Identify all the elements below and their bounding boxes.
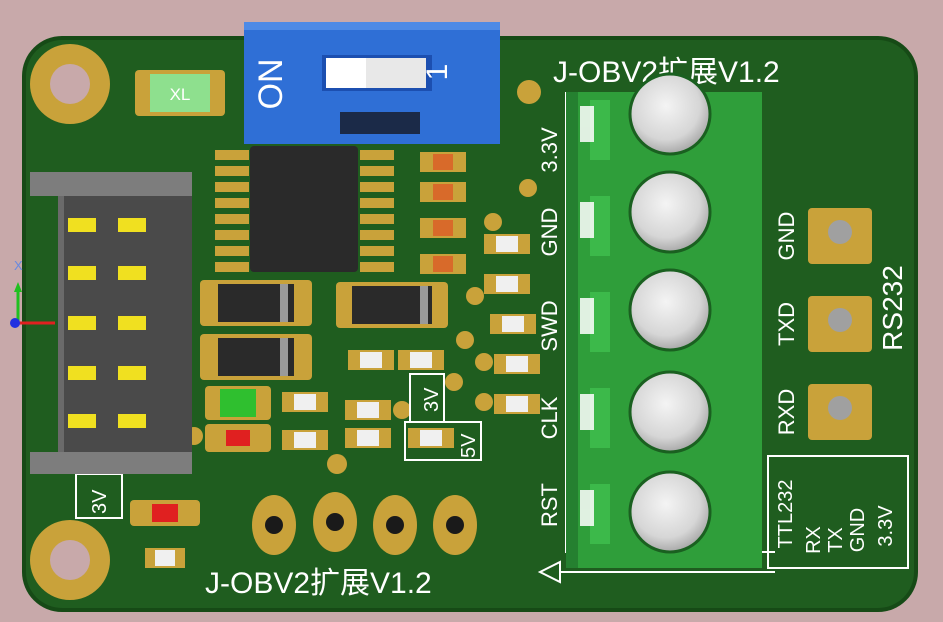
- crystal-xl: XL: [135, 70, 225, 116]
- label-3v-mid: 3V: [421, 387, 443, 412]
- led-green: [205, 386, 271, 420]
- dip-on-label: ON: [252, 59, 290, 110]
- led-red-1: [205, 424, 271, 452]
- terminal-screw-5: [628, 470, 712, 554]
- box-5v: [404, 421, 482, 461]
- terminal-screw-3: [628, 268, 712, 352]
- label-5v: 5V: [458, 433, 480, 458]
- terminal-label-swd: SWD: [537, 300, 562, 351]
- diode-3: [336, 282, 448, 328]
- smd-column-1: [420, 152, 466, 274]
- diode-2: [200, 334, 312, 380]
- rs232-pin-txd: TXD: [774, 302, 799, 346]
- ttl232-pin-gnd: GND: [847, 508, 869, 552]
- diode-1: [200, 280, 312, 326]
- via-top: [517, 80, 541, 104]
- rs232-pin-rxd: RXD: [774, 389, 799, 435]
- terminal-label-3v3: 3.3V: [537, 127, 562, 173]
- crystal-label: XL: [170, 85, 191, 104]
- dip-number-label: 1: [421, 64, 454, 81]
- ic-chip: [215, 146, 394, 272]
- terminal-label-clk: CLK: [537, 396, 562, 439]
- resistor-array: [145, 234, 540, 568]
- rs232-title: RS232: [877, 265, 908, 351]
- terminal-screw-4: [628, 370, 712, 454]
- ttl232-pin-rx: RX: [803, 526, 825, 554]
- terminal-block: [566, 72, 762, 568]
- terminal-label-gnd: GND: [537, 208, 562, 257]
- ttl232-box: [767, 455, 909, 569]
- header-connector: [30, 172, 192, 474]
- led-red-2: [130, 500, 200, 526]
- label-3v-left: 3V: [89, 489, 111, 514]
- terminal-screw-2: [628, 170, 712, 254]
- svg-text:X: X: [14, 258, 23, 273]
- board-title-bottom: J-OBV2扩展V1.2: [205, 567, 432, 600]
- dip-switch[interactable]: ON 1: [244, 22, 500, 144]
- axis-gizmo: X: [10, 258, 55, 328]
- mount-hole-bottom-left: [30, 520, 110, 600]
- bottom-pin-row: [252, 492, 477, 555]
- ttl232-pin-tx: TX: [825, 527, 847, 553]
- mount-hole-top-left: [30, 44, 110, 124]
- ttl232-title: TTL232: [775, 480, 797, 549]
- terminal-label-rst: RST: [537, 483, 562, 527]
- terminal-labels: 3.3V GND SWD CLK RST: [537, 127, 562, 527]
- rs232-pads: [808, 208, 872, 440]
- terminal-screw-1: [628, 72, 712, 156]
- ttl232-pin-3v3: 3.3V: [875, 505, 897, 547]
- rs232-pin-gnd: GND: [774, 212, 799, 261]
